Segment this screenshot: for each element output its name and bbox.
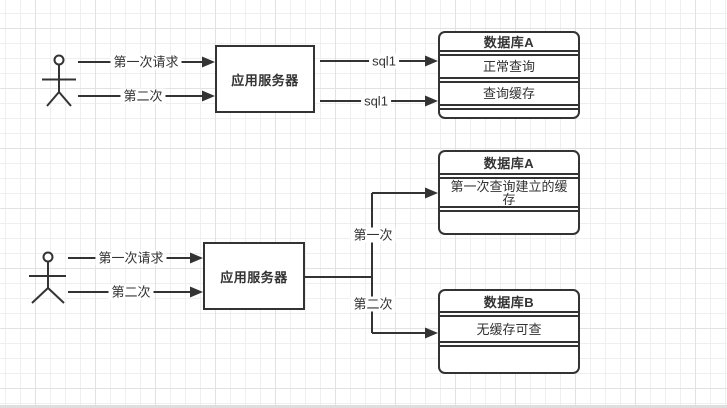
arrow-branch-second[interactable] <box>372 327 438 339</box>
table-row-empty <box>440 345 578 372</box>
actor-person-icon-bottom[interactable] <box>29 251 66 304</box>
edge-label-second-request-top[interactable]: 第二次 <box>120 88 166 104</box>
branch-connector[interactable] <box>305 193 373 333</box>
edge-label-second-request-bottom[interactable]: 第二次 <box>108 284 154 300</box>
edge-label-sql1-first[interactable]: sql1 <box>369 53 399 69</box>
edge-label-first-request-top[interactable]: 第一次请求 <box>110 54 182 70</box>
table-header: 数据库A <box>440 33 578 52</box>
edge-label-branch-second[interactable]: 第二次 <box>350 296 396 312</box>
canvas-bottom-edge <box>0 405 727 408</box>
edge-label-branch-first[interactable]: 第一次 <box>350 227 396 243</box>
edge-label-sql1-second[interactable]: sql1 <box>361 93 391 109</box>
table-row: 无缓存可查 <box>440 315 578 343</box>
table-row: 第一次查询建立的缓存 <box>440 177 578 208</box>
database-a-table-top[interactable]: 数据库A 正常查询 查询缓存 <box>438 31 580 119</box>
table-row: 查询缓存 <box>440 81 578 106</box>
edge-label-first-request-bottom[interactable]: 第一次请求 <box>95 250 167 266</box>
table-header: 数据库A <box>440 152 578 175</box>
database-a-table-bottom[interactable]: 数据库A 第一次查询建立的缓存 <box>438 150 580 235</box>
table-row: 正常查询 <box>440 54 578 79</box>
app-server-node-bottom[interactable]: 应用服务器 <box>203 242 305 310</box>
app-server-node-top[interactable]: 应用服务器 <box>215 45 315 113</box>
actor-person-icon-top[interactable] <box>42 54 76 107</box>
table-row-empty <box>440 210 578 233</box>
table-row-empty <box>440 108 578 117</box>
table-header: 数据库B <box>440 291 578 313</box>
arrow-branch-first[interactable] <box>372 187 438 199</box>
database-b-table[interactable]: 数据库B 无缓存可查 <box>438 289 580 374</box>
